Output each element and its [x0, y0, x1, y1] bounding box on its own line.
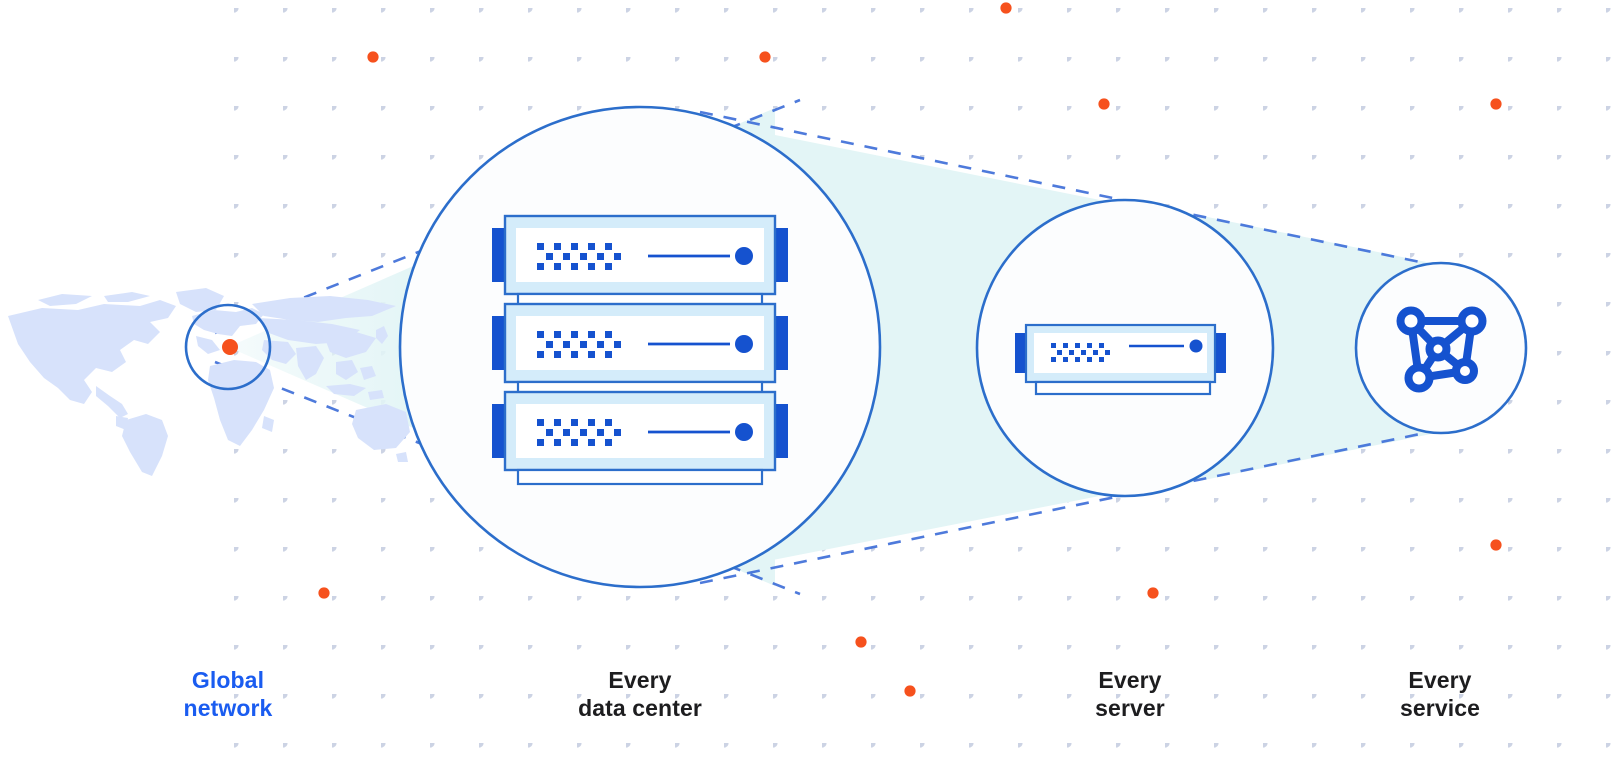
single-server-base — [1034, 380, 1212, 396]
single-server-illustration — [1015, 323, 1226, 396]
stage-label-line2: data center — [578, 695, 702, 721]
stage-label-line1: Global — [191, 667, 265, 693]
server-unit-2 — [492, 302, 788, 384]
network-mesh-nodes — [1396, 306, 1487, 393]
accent-dot — [367, 51, 379, 63]
global-network-location-pin — [222, 339, 238, 355]
stage-label-line2: server — [1095, 695, 1165, 721]
accent-dot — [855, 636, 867, 648]
server-status-dot-single — [1189, 339, 1203, 353]
accent-dot — [1490, 98, 1502, 110]
led-dot-matrix-server — [1051, 343, 1110, 362]
stage-label-line1: Every — [1408, 667, 1472, 693]
stage-label-line2: service — [1400, 695, 1480, 721]
accent-dot — [759, 51, 771, 63]
stage-label-line1: Every — [1098, 667, 1162, 693]
accent-dot — [1000, 2, 1012, 14]
accent-dot — [1147, 587, 1159, 599]
server-unit-3 — [492, 390, 788, 472]
server-rack-illustration — [492, 214, 788, 486]
rack-base — [516, 468, 764, 486]
accent-dot — [904, 685, 916, 697]
world-map-landmasses — [8, 288, 410, 476]
stage-label-line2: network — [183, 695, 273, 721]
server-status-dot-2 — [735, 335, 753, 353]
server-status-dot-3 — [735, 423, 753, 441]
accent-dot — [1098, 98, 1110, 110]
server-status-dot-1 — [735, 247, 753, 265]
dashed-line-bottom-2 — [699, 432, 1421, 585]
accent-dot — [318, 587, 330, 599]
led-dot-matrix-3 — [537, 419, 621, 446]
stage-label-line1: Every — [608, 667, 672, 693]
led-dot-matrix-2 — [537, 331, 621, 358]
dashed-line-top-2 — [699, 110, 1421, 264]
server-unit-1 — [492, 214, 788, 296]
led-dot-matrix-1 — [537, 243, 621, 270]
global-network-focus-circle — [184, 303, 272, 391]
accent-dot — [1490, 539, 1502, 551]
